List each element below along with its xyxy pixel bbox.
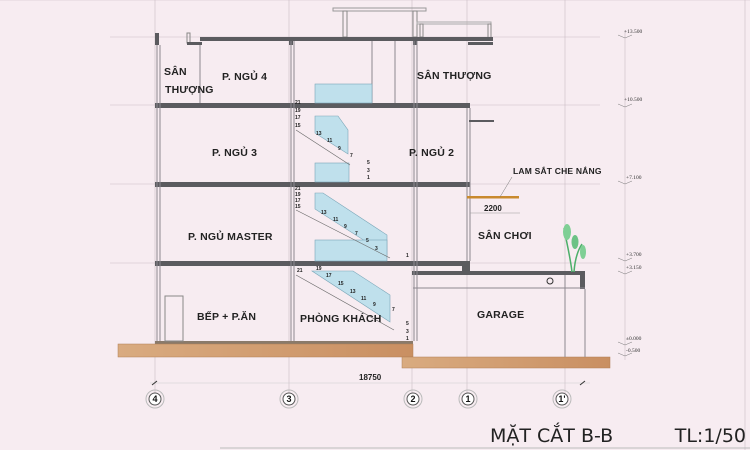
step-number: 11 <box>327 138 333 144</box>
grid-axes: 4 3 2 1 1' <box>145 389 572 409</box>
elevation-label: +3.700 <box>626 252 642 258</box>
step-number: 1 <box>367 175 370 181</box>
step-number: 19 <box>295 192 301 198</box>
room-label: P. NGỦ 3 <box>212 146 257 159</box>
step-number: 17 <box>295 198 301 204</box>
step-number: 5 <box>406 321 409 327</box>
plant-icon <box>546 224 586 285</box>
elevation-label: +13.500 <box>624 29 642 35</box>
step-number: 9 <box>344 224 347 230</box>
step-number: 9 <box>373 302 376 308</box>
step-number: 7 <box>350 153 353 159</box>
step-number: 13 <box>316 131 322 137</box>
step-number: 13 <box>321 210 327 216</box>
step-number: 17 <box>326 273 332 279</box>
step-number: 9 <box>338 146 341 152</box>
step-number: 19 <box>316 266 322 272</box>
elevation-markers <box>617 34 633 357</box>
room-label: SÂN CHƠI <box>478 229 532 242</box>
room-label: P. NGỦ MASTER <box>188 230 273 243</box>
stair-glass <box>295 83 395 331</box>
step-number: 15 <box>295 123 301 129</box>
elevation-labels: +13.500 +10.500 +7.100 +3.700 +3.150 ±0.… <box>624 29 642 354</box>
stair-step-numbers: 21 19 17 15 13 11 9 7 5 3 1 21 19 17 15 … <box>295 100 409 342</box>
walls <box>156 41 586 357</box>
step-number: 21 <box>295 186 301 192</box>
room-label: THƯỢNG <box>165 84 214 96</box>
room-label: SÂN <box>164 65 187 78</box>
step-number: 13 <box>350 289 356 295</box>
grid-label: 4 <box>152 394 157 404</box>
room-labels: SÂN THƯỢNG P. NGỦ 4 SÂN THƯỢNG P. NGỦ 3 … <box>164 65 532 325</box>
floor-slabs <box>117 103 611 369</box>
canopy-label: LAM SẮT CHE NẮNG <box>513 166 602 176</box>
step-number: 15 <box>295 204 301 210</box>
grid-bubble-3: 3 <box>279 389 299 409</box>
elevation-label: +10.500 <box>624 97 642 103</box>
overall-dimension-text: 18750 <box>359 373 382 382</box>
grid-label: 2 <box>410 394 415 404</box>
overall-dimension: 18750 <box>150 373 590 386</box>
step-number: 15 <box>338 281 344 287</box>
step-number: 3 <box>375 246 378 252</box>
step-number: 11 <box>333 217 339 223</box>
step-number: 1 <box>406 253 409 259</box>
drawing-title: MẶT CẮT B-B <box>490 421 613 447</box>
elevation-label: +3.150 <box>626 265 642 271</box>
grid-label: 1' <box>558 394 565 404</box>
grid-bubble-1: 1 <box>458 389 478 409</box>
grid-bubble-4: 4 <box>145 389 165 409</box>
step-number: 11 <box>361 296 367 302</box>
step-number: 3 <box>406 329 409 335</box>
canopy-dimension: 2200 <box>484 204 502 213</box>
grid-bubble-1-prime: 1' <box>552 389 572 409</box>
sunshade-canopy: 2200 LAM SẮT CHE NẮNG <box>467 166 602 214</box>
room-label: GARAGE <box>477 309 524 321</box>
step-number: 7 <box>392 307 395 313</box>
grid-label: 1 <box>465 394 470 404</box>
elevation-label: ±0.000 <box>626 336 642 342</box>
room-label: P. NGỦ 4 <box>222 70 267 83</box>
room-label: PHÒNG KHÁCH <box>300 312 382 325</box>
step-number: 1 <box>406 336 409 342</box>
step-number: 5 <box>367 160 370 166</box>
room-label: SÂN THƯỢNG <box>417 69 492 82</box>
elevation-label: -0.500 <box>626 348 640 354</box>
elevation-label: +7.100 <box>626 175 642 181</box>
step-number: 5 <box>366 238 369 244</box>
step-number: 19 <box>295 108 301 114</box>
step-number: 21 <box>297 268 303 274</box>
room-label: BẾP + P.ĂN <box>197 310 256 323</box>
drawing-scale: TL:1/50 <box>674 425 746 447</box>
grid-label: 3 <box>286 394 291 404</box>
step-number: 21 <box>295 100 301 106</box>
step-number: 3 <box>367 168 370 174</box>
room-label: P. NGỦ 2 <box>409 146 454 159</box>
step-number: 7 <box>355 231 358 237</box>
step-number: 17 <box>295 115 301 121</box>
roof-structure <box>155 7 493 45</box>
grid-bubble-2: 2 <box>403 389 423 409</box>
